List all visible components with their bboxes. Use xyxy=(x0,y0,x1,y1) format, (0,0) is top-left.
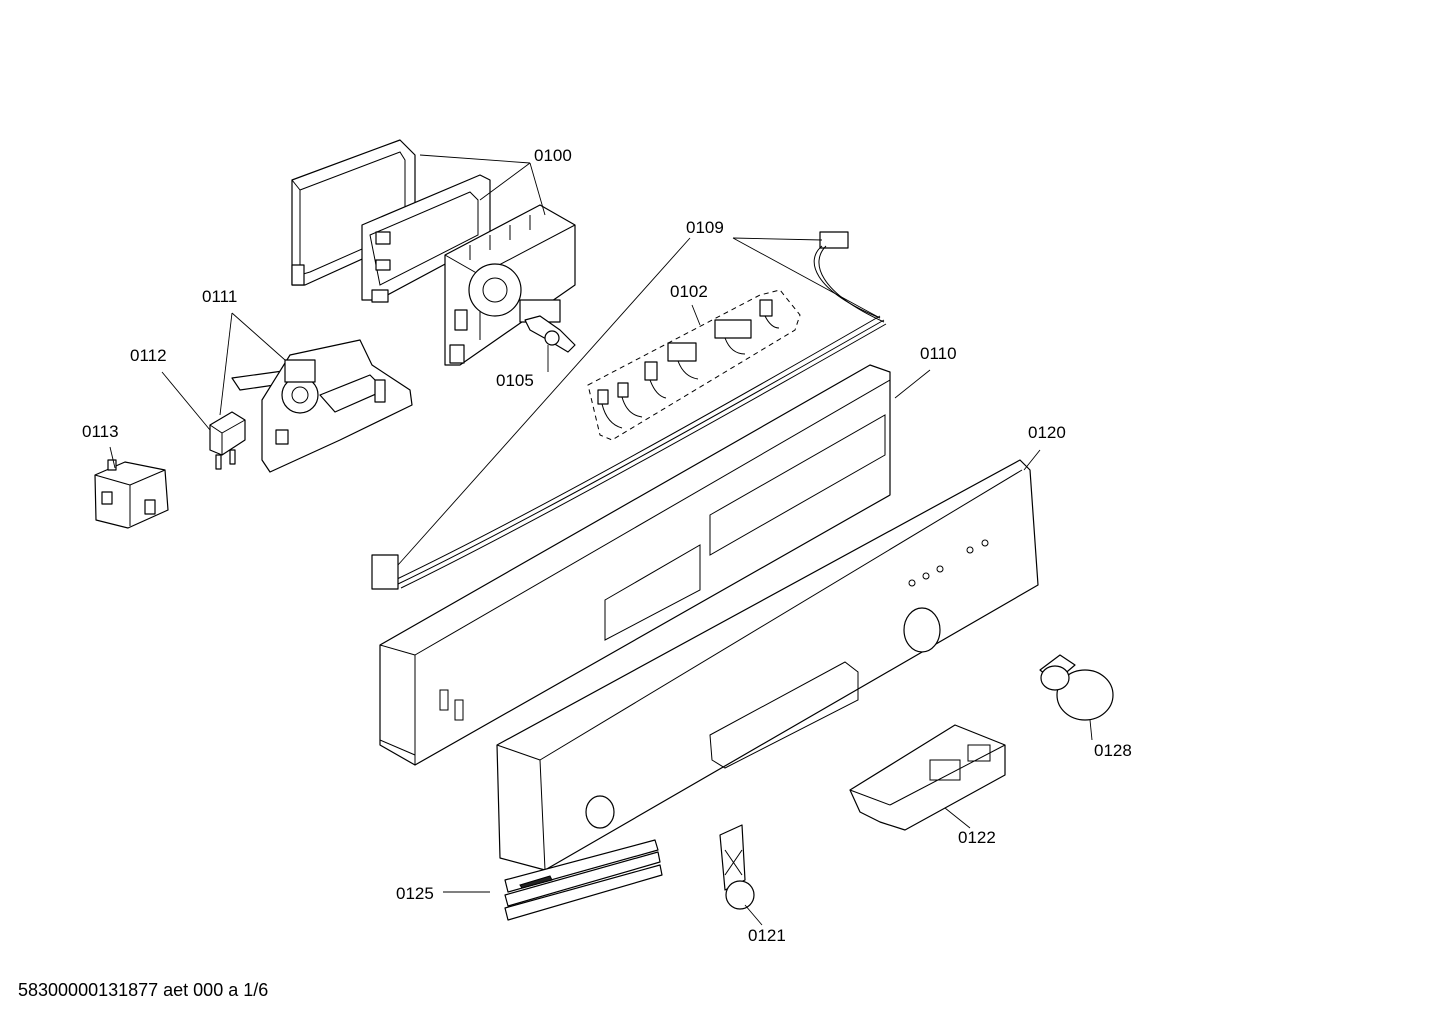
part-0125-seals xyxy=(504,839,663,921)
callout-0110: 0110 xyxy=(920,344,957,363)
part-0112-capacitor xyxy=(209,411,246,470)
callout-0109: 0109 xyxy=(686,218,724,237)
callout-0102: 0102 xyxy=(670,282,708,301)
part-0111-motor-assembly xyxy=(231,339,413,473)
callout-0112: 0112 xyxy=(130,346,167,365)
part-0120-front-panel xyxy=(496,459,1039,871)
callout-0100: 0100 xyxy=(534,146,572,165)
part-0110-frame xyxy=(379,364,891,766)
part-0113-switch xyxy=(94,459,169,529)
leader-lines xyxy=(109,154,1093,926)
callout-0113: 0113 xyxy=(82,422,119,441)
document-footer: 58300000131877 aet 000 a 1/6 xyxy=(18,980,269,1000)
callout-0105: 0105 xyxy=(496,371,534,390)
callout-0120: 0120 xyxy=(1028,423,1066,442)
part-0128-knob xyxy=(1039,654,1114,721)
callout-0122: 0122 xyxy=(958,828,996,847)
part-0102-connectors xyxy=(587,289,801,441)
callout-0128: 0128 xyxy=(1094,741,1132,760)
callout-0121: 0121 xyxy=(748,926,786,945)
callout-0125: 0125 xyxy=(396,884,434,903)
part-0109-wire-harness xyxy=(371,231,887,590)
part-0100-control-module xyxy=(291,139,576,366)
part-0105-sensor xyxy=(524,315,576,353)
callout-0111: 0111 xyxy=(202,287,237,306)
part-0122-lid xyxy=(849,724,1006,831)
part-0121-button xyxy=(719,824,755,910)
